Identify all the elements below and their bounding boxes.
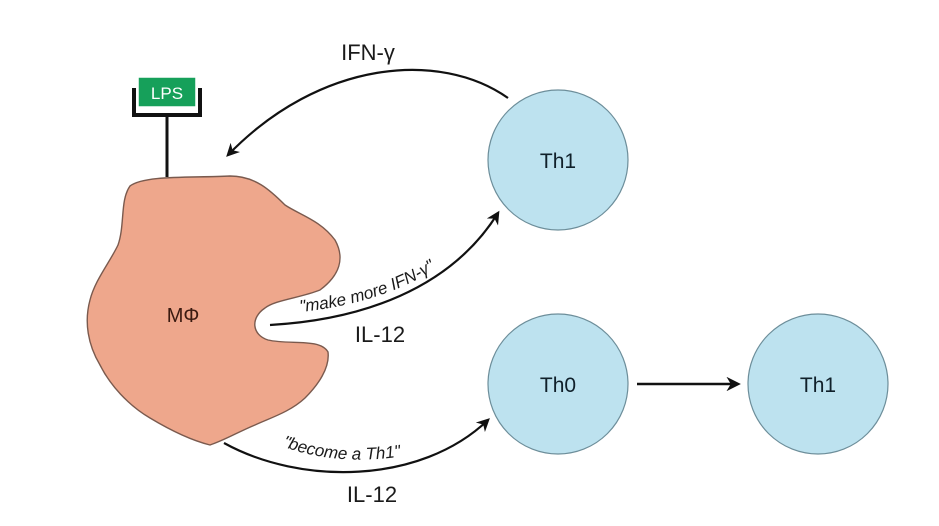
th1-cell-right: Th1 [747,313,889,455]
th0-cell: Th0 [487,313,629,455]
th1-top-label: Th1 [540,150,576,173]
lps-receptor: LPS [132,76,202,177]
il12-to-th0-arrow-line [223,418,490,474]
il12-to-th1-arrow-line [269,210,500,327]
th1-cell-top: Th1 [487,89,629,231]
macrophage-label: MΦ [167,305,200,327]
il12-label-bottom: IL-12 [347,482,397,507]
ifn-gamma-label: IFN-γ [341,40,395,65]
become-th1-text: "become a Th1" [281,432,403,464]
th1-right-label: Th1 [800,374,836,397]
ifn-gamma-arrow-line [226,68,509,157]
th1-right-circle [747,313,889,455]
th0-label: Th0 [540,374,576,397]
receptor-cup [132,88,202,117]
become-th1-message: "become a Th1" [281,432,403,464]
ifn-gamma-arrow: IFN-γ [226,40,509,157]
lps-label: LPS [151,84,183,103]
il12-label-top: IL-12 [355,322,405,347]
th1-top-circle [487,89,629,231]
macrophage: MΦ [86,175,341,446]
macrophage-body [86,175,341,446]
th0-circle [487,313,629,455]
lps-box [137,76,197,108]
il12-to-th0-arrow: "become a Th1" IL-12 [223,418,490,507]
